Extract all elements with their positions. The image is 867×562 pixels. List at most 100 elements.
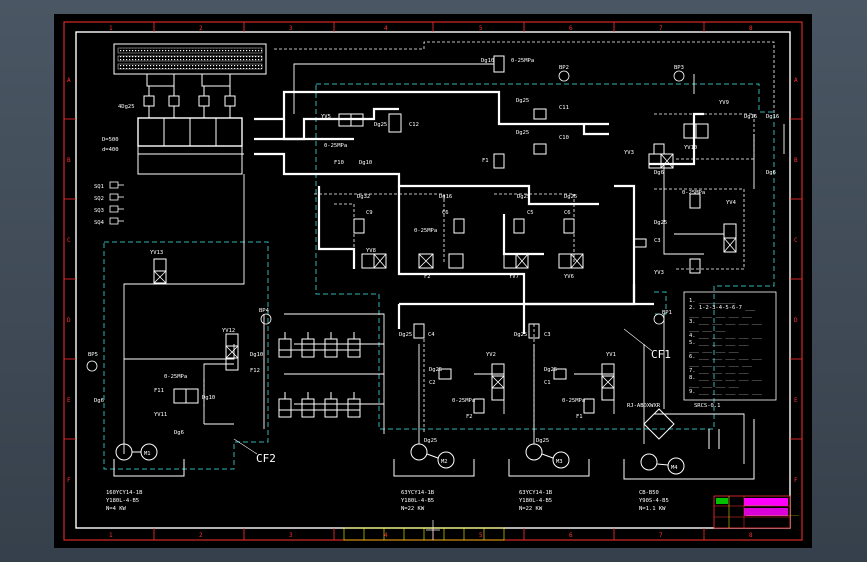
row-label-f-r: F (794, 477, 798, 484)
row-label-c: C (67, 237, 71, 244)
note-line-8: ___ ___ ___ ___ (689, 347, 739, 353)
label-pressure-top: 0-25MPa (511, 58, 534, 64)
label-dg25-c: Dg25 (516, 130, 529, 136)
col-label-3: 3 (289, 25, 293, 32)
limit-switches: SQ1 SQ2 SQ3 SQ4 (94, 181, 124, 226)
label-dg25-a: Dg25 (374, 122, 387, 128)
label-c2: C2 (429, 380, 436, 386)
label-yv3b: YV3 (654, 270, 664, 276)
label-dg32: Dg32 (357, 194, 370, 200)
label-yv6: YV6 (564, 274, 574, 280)
aux-cylinders (278, 332, 361, 418)
note-line-2: 2. 1-2-3-4-5-6-7 ___ (689, 305, 756, 311)
label-dg25-l: Dg25 (536, 438, 549, 444)
pressure-gauges (86, 70, 685, 372)
label-dg25-f: Dg25 (654, 220, 667, 226)
label-c6b: C6 (564, 210, 571, 216)
label-pressure-d: 0-25MPa (164, 374, 187, 380)
label-cf2: CF2 (256, 452, 276, 465)
title-block-drawing: ________________ (746, 510, 800, 516)
col-label-7b: 7 (659, 532, 663, 539)
label-c12: C12 (409, 122, 419, 128)
row-label-a-r: A (794, 77, 798, 84)
circuit-boundaries (103, 83, 775, 470)
label-filter2: SRCS-0.1 (694, 403, 721, 409)
pump1-spec-model: 160YCY14-1B (106, 490, 143, 496)
pump1-spec-power: N=4 KW (106, 506, 127, 512)
label-dg6-c: Dg6 (94, 398, 104, 404)
label-dg16-rr: Dg16 (766, 114, 779, 120)
note-line-4: 3. ___ ___ ___ ___ ___ (689, 319, 763, 325)
label-dg25-j: Dg25 (544, 367, 557, 373)
label-c11: C11 (559, 105, 569, 111)
inner-frame (75, 31, 791, 529)
label-m2: M2 (441, 459, 448, 465)
row-label-d-r: D (794, 317, 798, 324)
label-c3: C3 (654, 238, 661, 244)
title-block: ________ ________________ (713, 495, 800, 529)
label-yv1: YV1 (606, 352, 616, 358)
label-yv9: YV9 (719, 100, 729, 106)
component-labels: Dg10 0-25MPa YV5 C12 Dg25 0-25MPa F10 Dg… (88, 58, 779, 465)
label-c4: C4 (428, 332, 435, 338)
label-yv5: YV5 (321, 114, 331, 120)
row-label-e: E (67, 397, 71, 404)
main-pipelines (254, 90, 704, 334)
revision-strip (343, 527, 505, 541)
title-block-name: ________ (746, 500, 773, 506)
col-label-6: 6 (569, 25, 573, 32)
label-pressure-b: 0-25MPa (414, 228, 437, 234)
col-label-8b: 8 (749, 532, 753, 539)
label-m1: M1 (144, 451, 151, 457)
row-label-b: B (67, 157, 71, 164)
col-label-4b: 4 (384, 532, 388, 539)
label-bp1: BP1 (662, 310, 672, 316)
note-line-11: 7. ___ ___ ___ ___ (689, 368, 749, 374)
label-pressure-c: 0-25MPa (682, 190, 705, 196)
label-dg25-h: Dg25 (514, 332, 527, 338)
thin-pipelines (123, 63, 785, 464)
row-label-c-r: C (794, 237, 798, 244)
label-yv11: YV11 (154, 412, 167, 418)
label-yv10: YV10 (684, 145, 697, 151)
label-sq3: SQ3 (94, 208, 104, 214)
label-f12: F12 (250, 368, 260, 374)
pump2-spec-motor: Y180L-4-B5 (401, 498, 434, 504)
label-c1: C1 (544, 380, 551, 386)
label-dg16: Dg16 (439, 194, 452, 200)
col-label-2: 2 (199, 25, 203, 32)
label-m3: M3 (556, 459, 563, 465)
pump-1 (113, 443, 185, 477)
label-sq1: SQ1 (94, 184, 104, 190)
label-sq2: SQ2 (94, 196, 104, 202)
label-dg25-b: Dg25 (516, 98, 529, 104)
pump3-spec-power: N=22 KW (519, 506, 543, 512)
col-label-2b: 2 (199, 532, 203, 539)
label-yv13: YV13 (150, 250, 163, 256)
label-yv12: YV12 (222, 328, 235, 334)
label-dg25-d: Dg25 (517, 194, 530, 200)
pump4-spec-model: CB-B50 (639, 490, 659, 496)
label-yv2: YV2 (486, 352, 496, 358)
label-yv3: YV3 (624, 150, 634, 156)
label-cyl-d: D=500 (102, 137, 119, 143)
cf2-leader (233, 438, 258, 455)
label-f11: F11 (154, 388, 164, 394)
label-dg-main: 4Dg25 (118, 104, 135, 110)
label-pressure-a: 0-25MPa (324, 143, 347, 149)
col-label-5b: 5 (479, 532, 483, 539)
label-bp2: BP2 (559, 65, 569, 71)
label-dg10-top: Dg10 (481, 58, 494, 64)
note-line-12: 8. ___ ___ ___ ___ ___ (689, 375, 763, 381)
label-dg25-e: Dg25 (564, 194, 577, 200)
zone-ticks (64, 22, 802, 540)
col-label-6b: 6 (569, 532, 573, 539)
notes-text: 1. ___________ 2. 1-2-3-4-5-6-7 ___ ___ … (689, 298, 763, 395)
col-label-7: 7 (659, 25, 663, 32)
row-label-e-r: E (794, 397, 798, 404)
label-cyl-d2: d=400 (102, 147, 119, 153)
pump2-spec-model: 63YCY14-1B (401, 490, 435, 496)
label-bp3: BP3 (674, 65, 684, 71)
label-yv8: YV8 (366, 248, 376, 254)
